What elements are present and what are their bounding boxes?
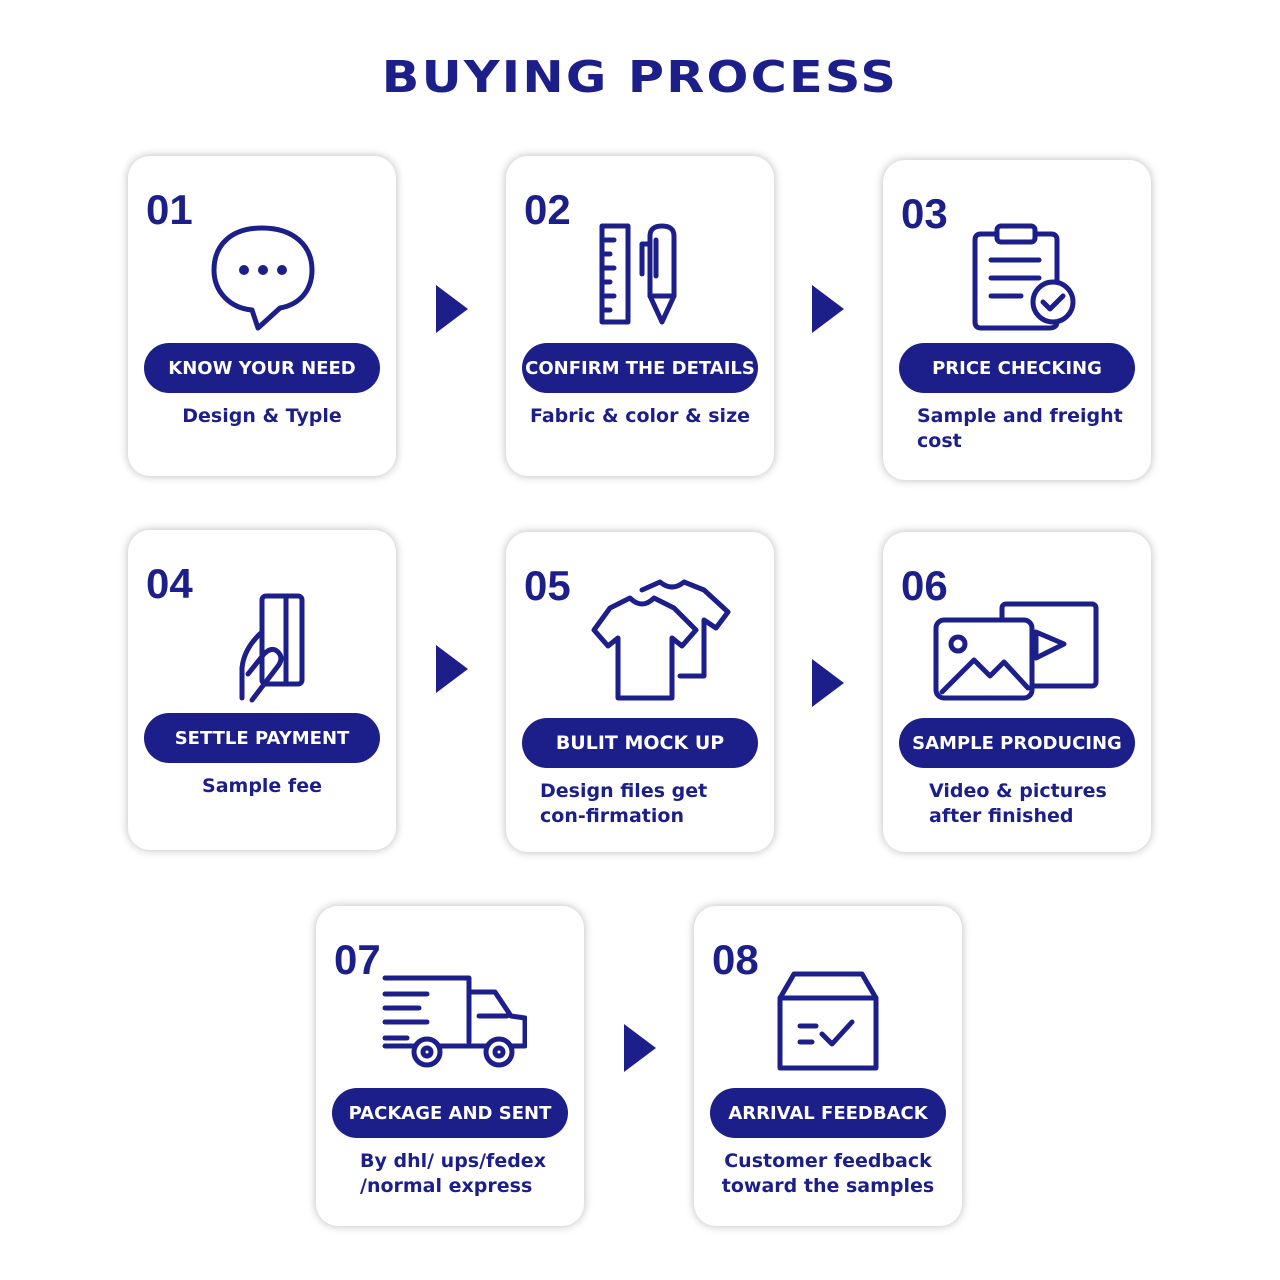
step-description: By dhl/ ups/fedex /normal express xyxy=(360,1150,546,1197)
delivery-truck-icon xyxy=(367,966,528,1076)
step-label: PACKAGE AND SENT xyxy=(332,1088,568,1138)
step-description: Fabric & color & size xyxy=(529,405,751,427)
arrow-right-icon xyxy=(624,1024,656,1072)
page-title: BUYING PROCESS xyxy=(381,52,899,103)
step-label: SAMPLE PRODUCING xyxy=(899,718,1135,768)
step-label: BULIT MOCK UP xyxy=(522,718,758,768)
step-number: 01 xyxy=(146,186,193,233)
arrow-right-icon xyxy=(812,659,844,707)
step-number: 07 xyxy=(334,936,381,983)
step-number: 06 xyxy=(901,562,948,609)
arrow-right-icon xyxy=(812,285,844,333)
arrow-right-icon xyxy=(436,285,468,333)
arrow-right-icon xyxy=(436,645,468,693)
step-number: 03 xyxy=(901,190,948,237)
step-description: Design files get con-firmation xyxy=(540,780,708,827)
hand-card-icon xyxy=(192,588,332,708)
step-label: PRICE CHECKING xyxy=(899,343,1135,393)
chat-bubble-icon xyxy=(192,214,332,334)
step-number: 05 xyxy=(524,562,571,609)
step-label: ARRIVAL FEEDBACK xyxy=(710,1088,946,1138)
step-description: Sample fee xyxy=(202,775,322,797)
step-number: 02 xyxy=(524,186,571,233)
step-description: Customer feedback toward the samples xyxy=(721,1150,935,1197)
step-card-08: 08 ARRIVAL FEEDBACK Customer feedback to… xyxy=(694,906,962,1226)
step-description: Design & Typle xyxy=(182,405,342,427)
step-card-03: 03 PRICE CHECKING Sample and freight cos… xyxy=(883,160,1151,480)
step-card-02: 02 CONFIRM THE DETAILS Fabric & color & … xyxy=(506,156,774,476)
step-card-04: 04 SETTLE PAYMENT Sample fee xyxy=(128,530,396,850)
box-check-icon xyxy=(758,964,898,1084)
tshirts-icon xyxy=(576,572,746,702)
step-card-06: 06 SAMPLE PRODUCING Video & pictures aft… xyxy=(883,532,1151,852)
step-label: CONFIRM THE DETAILS xyxy=(522,343,758,393)
step-label: KNOW YOUR NEED xyxy=(144,343,380,393)
clipboard-check-icon xyxy=(947,218,1087,338)
step-label: SETTLE PAYMENT xyxy=(144,713,380,763)
step-card-05: 05 BULIT MOCK UP Design files get con-fi… xyxy=(506,532,774,852)
step-card-01: 01 KNOW YOUR NEED Design & Typle xyxy=(128,156,396,476)
step-number: 08 xyxy=(712,936,759,983)
step-description: Sample and freight cost xyxy=(917,405,1123,452)
ruler-pen-icon xyxy=(570,214,710,334)
step-card-07: 07 PACKAGE AND SENT By dhl/ ups/fedex /n… xyxy=(316,906,584,1226)
step-description: Video & pictures after finished xyxy=(929,780,1107,827)
step-number: 04 xyxy=(146,560,193,607)
photo-video-icon xyxy=(930,592,1110,712)
